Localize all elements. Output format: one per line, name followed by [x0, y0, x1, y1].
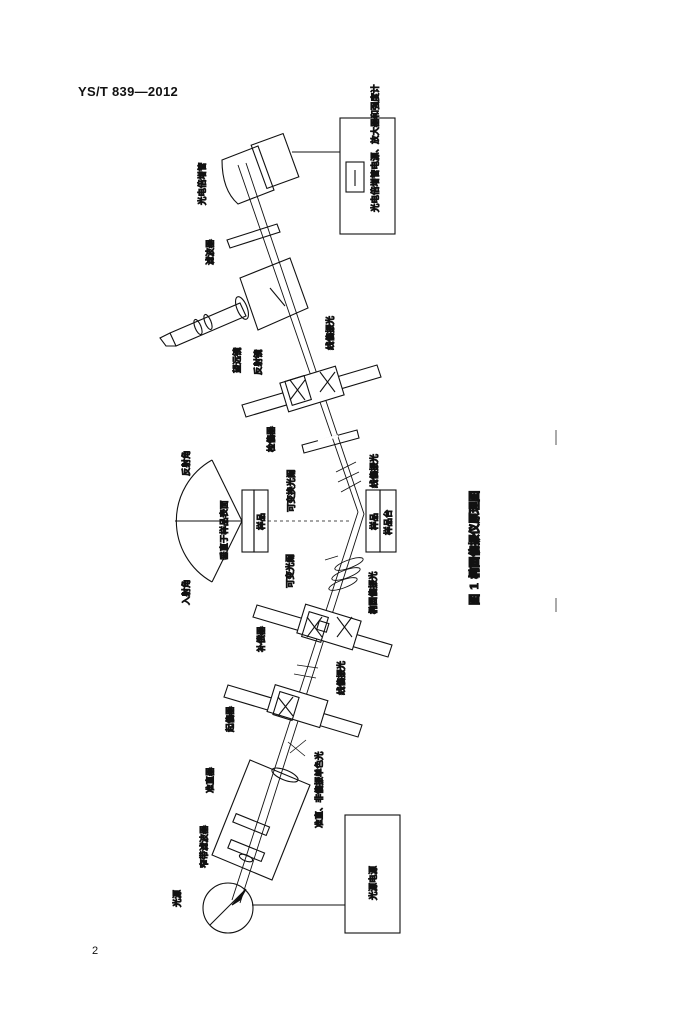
- label-light-source: 光源: [172, 889, 183, 907]
- label-light-supply: 光源电源: [368, 865, 379, 900]
- label-telescope: 望远镜: [232, 347, 243, 373]
- standard-code: YS/T 839—2012: [78, 84, 179, 99]
- label-incident-angle: 入射角: [181, 579, 192, 605]
- label-linear-polarized-2: 线偏振光: [369, 453, 380, 488]
- label-sample: 样品: [369, 513, 380, 530]
- label-elliptical-polarized: 椭圆偏振光: [368, 571, 379, 614]
- light-source-power-box: [344, 814, 401, 934]
- label-analyzer: 检偏器: [266, 426, 277, 452]
- label-polarizer: 起偏器: [225, 706, 236, 732]
- label-narrowband-filter: 窄带滤波器: [199, 825, 210, 868]
- polarizer: [223, 684, 363, 738]
- label-variable-aperture-2: 可变光阑: [285, 554, 296, 588]
- figure-caption: 图 1 椭圆偏振仪原理图: [467, 491, 481, 605]
- compensator: [252, 603, 393, 658]
- variable-aperture: [301, 429, 360, 454]
- label-filter: 滤波器: [205, 239, 216, 265]
- beam-path: [231, 162, 365, 904]
- label-sample-top: 样品: [256, 513, 267, 530]
- pmt-power-box: [339, 117, 396, 235]
- label-sample-stage: 样品台: [383, 509, 394, 535]
- label-linear-polarized-1: 线偏振光: [325, 315, 336, 350]
- label-photomultiplier: 光电倍增管: [197, 162, 208, 205]
- sample-stage: [365, 489, 397, 553]
- label-linear-polarized-3: 线偏振光: [336, 660, 347, 695]
- polarization-arrows: [287, 461, 362, 757]
- telescope-assembly: [159, 257, 309, 347]
- label-variable-aperture-1: 可变换光阑: [286, 469, 297, 512]
- label-pmt-supply: 光电倍增管电源、放大器和强度计: [370, 84, 381, 212]
- label-reflect-angle: 反射角: [181, 450, 192, 476]
- analyzer: [241, 364, 382, 418]
- label-normal: 垂直于样品表面: [219, 500, 230, 560]
- label-compensator: 补偿器: [256, 626, 267, 652]
- label-mirror: 反射镜: [253, 349, 264, 375]
- light-source-lamp: [202, 882, 254, 934]
- angle-diagram: [175, 459, 350, 583]
- photomultiplier-tube: [221, 132, 340, 205]
- page-number: 2: [92, 945, 99, 957]
- collimator-housing: [211, 759, 311, 881]
- label-collimator: 准直器: [205, 767, 216, 793]
- label-collimated-light: 准直、非偏振单色光: [314, 751, 325, 828]
- filter: [226, 223, 281, 249]
- elliptical-polarized-light: [328, 557, 364, 591]
